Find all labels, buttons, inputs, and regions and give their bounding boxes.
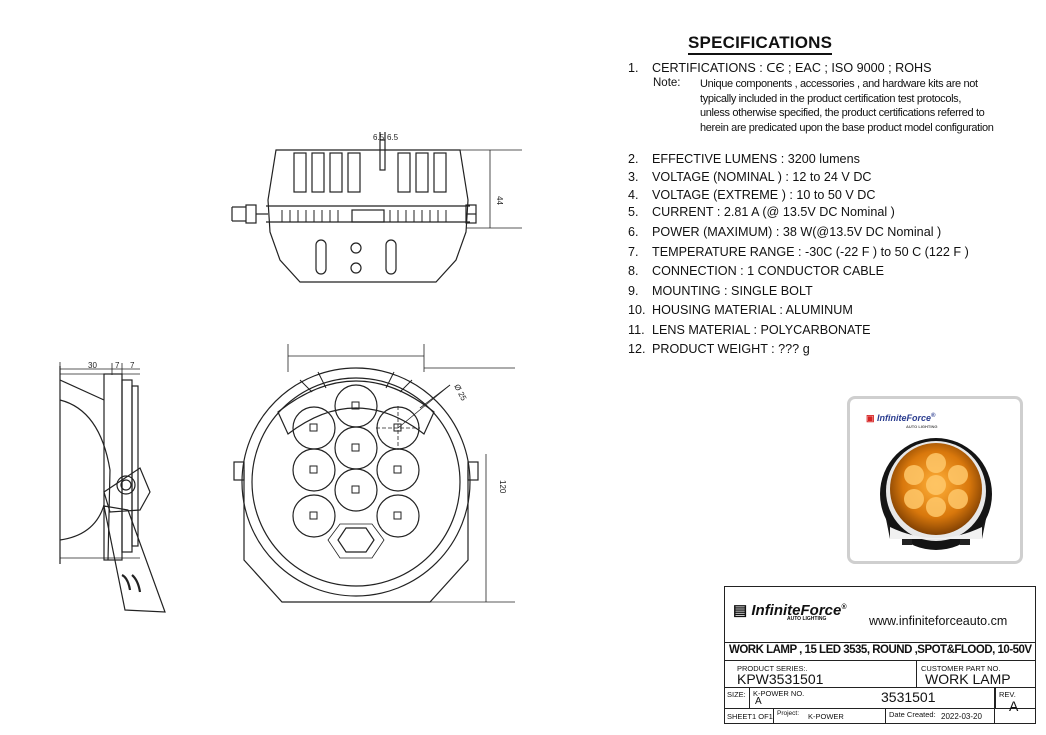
spec-item: 4.VOLTAGE (EXTREME ) : 10 to 50 V DC [628, 188, 876, 202]
dim-front-height: 120 [498, 480, 507, 494]
title-block-header: ▤ InfiniteForce® AUTO LIGHTING www.infin… [725, 587, 1035, 643]
dim-top-height: 44 [495, 196, 504, 205]
dim-side-b: 7 [130, 361, 135, 370]
title-block-logo: ▤ InfiniteForce® AUTO LIGHTING [733, 602, 847, 622]
spec-item: 6.POWER (MAXIMUM) : 38 W(@13.5V DC Nomin… [628, 225, 942, 239]
size-label: SIZE: [727, 690, 746, 699]
website: www.infiniteforceauto.cm [869, 614, 1008, 628]
rev-label: REV. [999, 690, 1016, 699]
rev-value: A [1009, 698, 1019, 714]
dim-side-a: 7 [115, 361, 120, 370]
note-line: unless otherwise specified, the product … [700, 107, 985, 119]
note-line: typically included in the product certif… [700, 93, 962, 105]
dim-top-small-b: 6.5 [387, 133, 399, 142]
product-photo-card: ▣ InfiniteForce® AUTO LIGHTING [847, 396, 1023, 564]
spec-item: 10.HOUSING MATERIAL : ALUMINUM [628, 303, 853, 317]
spec-item: 5.CURRENT : 2.81 A (@ 13.5V DC Nominal ) [628, 205, 895, 219]
front-view [233, 344, 515, 603]
project-value: K-POWER [808, 712, 844, 721]
dim-lens-diameter: Ø 25 [452, 383, 468, 403]
customer-part-label: CUSTOMER PART NO. [921, 664, 1001, 673]
kpower-no-label: K-POWER NO. [753, 689, 805, 698]
sheet-row: SHEET1 OF1 Project: K-POWER Date Created… [725, 708, 993, 723]
date-value: 2022-03-20 [941, 712, 982, 721]
spec-item-certifications: 1. CERTIFICATIONS : ᑕЄ ; EAC ; ISO 9000 ;… [628, 61, 932, 76]
spec-num: 1. [628, 61, 639, 75]
kpower-row: SIZE: A K-POWER NO. 3531501 REV. A [725, 687, 1035, 714]
title-block: ▤ InfiniteForce® AUTO LIGHTING www.infin… [724, 586, 1036, 724]
note-line: Unique components , accessories , and ha… [700, 78, 978, 90]
series-row: PRODUCT SERIES:. KPW3531501 CUSTOMER PAR… [725, 660, 1035, 688]
sheet-label: SHEET1 OF1 [727, 712, 773, 721]
spec-text: CERTIFICATIONS : ᑕЄ ; EAC ; ISO 9000 ; R… [652, 61, 932, 75]
top-view [231, 132, 522, 283]
spec-item: 7.TEMPERATURE RANGE : -30C (-22 F ) to 5… [628, 245, 969, 259]
product-series-label: PRODUCT SERIES:. [737, 664, 808, 673]
spec-item: 8.CONNECTION : 1 CONDUCTOR CABLE [628, 264, 885, 278]
note-label: Note: [653, 77, 681, 89]
specifications-title: SPECIFICATIONS [688, 33, 833, 55]
date-label: Date Created: [889, 710, 936, 719]
brand-logo-icon: ▣ [866, 413, 875, 423]
spec-item: 9.MOUNTING : SINGLE BOLT [628, 284, 813, 298]
project-label: Project: [777, 710, 800, 717]
product-description: WORK LAMP , 15 LED 3535, ROUND ,SPOT&FLO… [729, 644, 1032, 656]
size-value: A [755, 696, 762, 707]
spec-item: 3.VOLTAGE (NOMINAL ) : 12 to 24 V DC [628, 170, 872, 184]
customer-part: WORK LAMP [925, 671, 1011, 687]
product-series: KPW3531501 [737, 671, 824, 687]
spec-item: 2.EFFECTIVE LUMENS : 3200 lumens [628, 152, 860, 166]
brand-logo-icon: ▤ [733, 602, 748, 619]
dim-side-width: 30 [88, 361, 97, 370]
spec-item: 11.LENS MATERIAL : POLYCARBONATE [628, 323, 871, 337]
spec-item: 12.PRODUCT WEIGHT : ??? g [628, 342, 810, 356]
photo-brand-logo: ▣ InfiniteForce® AUTO LIGHTING [866, 413, 938, 429]
product-photo [880, 438, 992, 550]
note-line: herein are predicated upon the base prod… [700, 122, 994, 134]
description-row: WORK LAMP , 15 LED 3535, ROUND ,SPOT&FLO… [725, 642, 1035, 661]
kpower-no: 3531501 [881, 689, 936, 705]
dim-top-small-a: 6.5 [373, 133, 385, 142]
side-view [59, 362, 166, 613]
